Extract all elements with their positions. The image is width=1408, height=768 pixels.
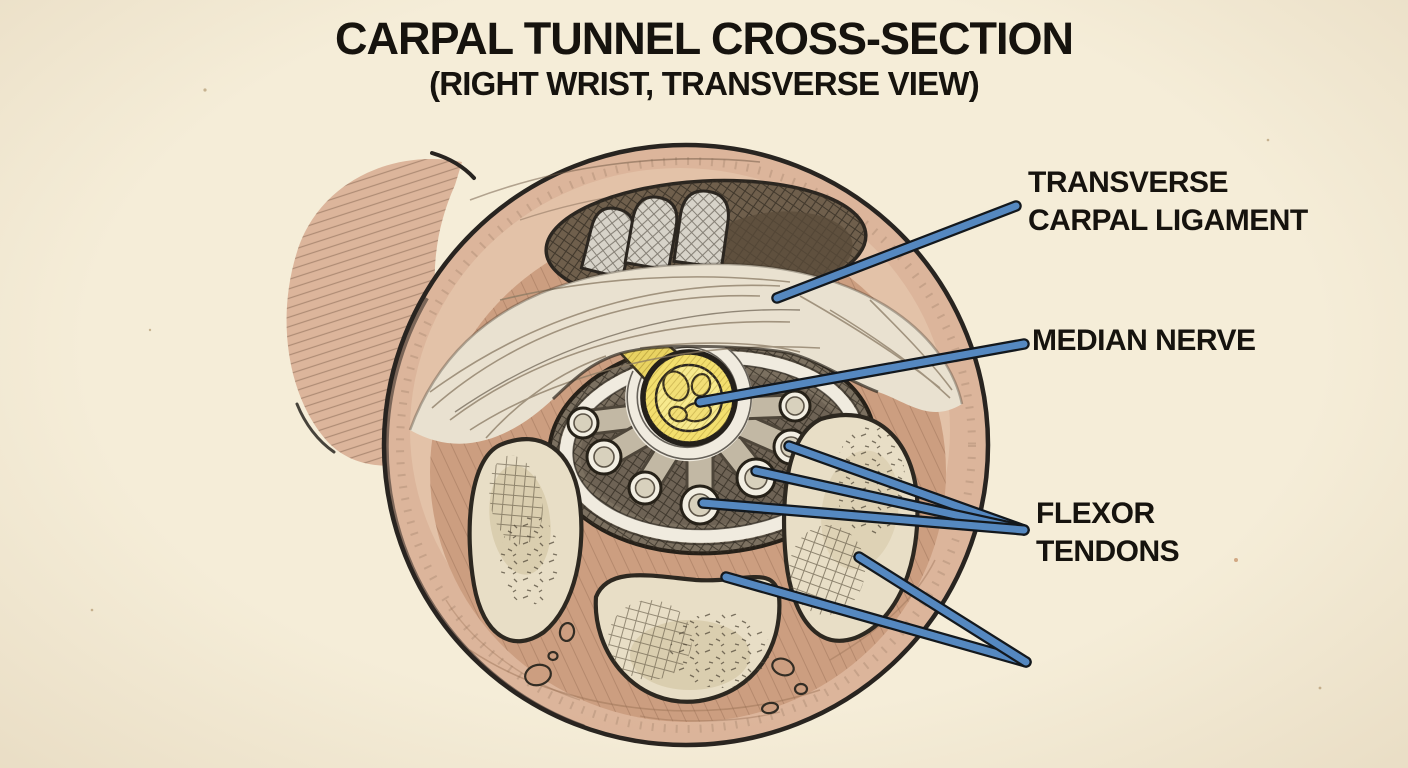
extensor-tendon-2 xyxy=(623,195,679,273)
label-line: MEDIAN NERVE xyxy=(1032,324,1256,357)
bone-pebbles xyxy=(524,621,809,715)
label-line: FLEXOR xyxy=(1036,497,1155,530)
leader-ligament xyxy=(771,200,1022,304)
page-title: CARPAL TUNNEL CROSS-SECTION xyxy=(334,13,1074,64)
carpal-bone-right xyxy=(781,412,920,643)
leader-flexor-tendon-3 xyxy=(697,497,1030,536)
flexor-tendon-7 xyxy=(778,389,812,423)
flexor-tendon-2 xyxy=(585,438,623,476)
label-line: CARPAL LIGAMENT xyxy=(1028,204,1308,237)
leader-lines xyxy=(694,200,1032,668)
label-flexor-tendons: FLEXOR TENDONS xyxy=(1036,495,1180,571)
title-block: CARPAL TUNNEL CROSS-SECTION (RIGHT WRIST… xyxy=(0,14,1408,104)
extensor-tendon-3 xyxy=(672,189,730,270)
median-nerve xyxy=(611,327,738,447)
label-line: TRANSVERSE xyxy=(1028,166,1229,199)
leader-flexor-tendon-2 xyxy=(750,465,1030,536)
leader-median-nerve xyxy=(694,338,1030,408)
carpal-bone-bottom xyxy=(593,573,782,704)
leader-carpal-bone-2 xyxy=(853,551,1032,668)
paper-speckles xyxy=(90,88,1322,690)
dorsal-recess xyxy=(544,178,868,308)
page-subtitle: (RIGHT WRIST, TRANSVERSE VIEW) xyxy=(429,65,980,102)
transverse-carpal-ligament xyxy=(408,262,964,444)
label-line: TENDONS xyxy=(1036,535,1180,568)
label-transverse-carpal-ligament: TRANSVERSE CARPAL LIGAMENT xyxy=(1028,164,1308,240)
label-median-nerve: MEDIAN NERVE xyxy=(1032,322,1256,360)
leader-carpal-bone-1 xyxy=(720,571,1032,668)
flexor-tendon-3 xyxy=(627,470,663,506)
flexor-tendon-1 xyxy=(566,406,600,440)
carpal-bones xyxy=(467,412,920,715)
carpal-bone-left xyxy=(467,437,584,644)
